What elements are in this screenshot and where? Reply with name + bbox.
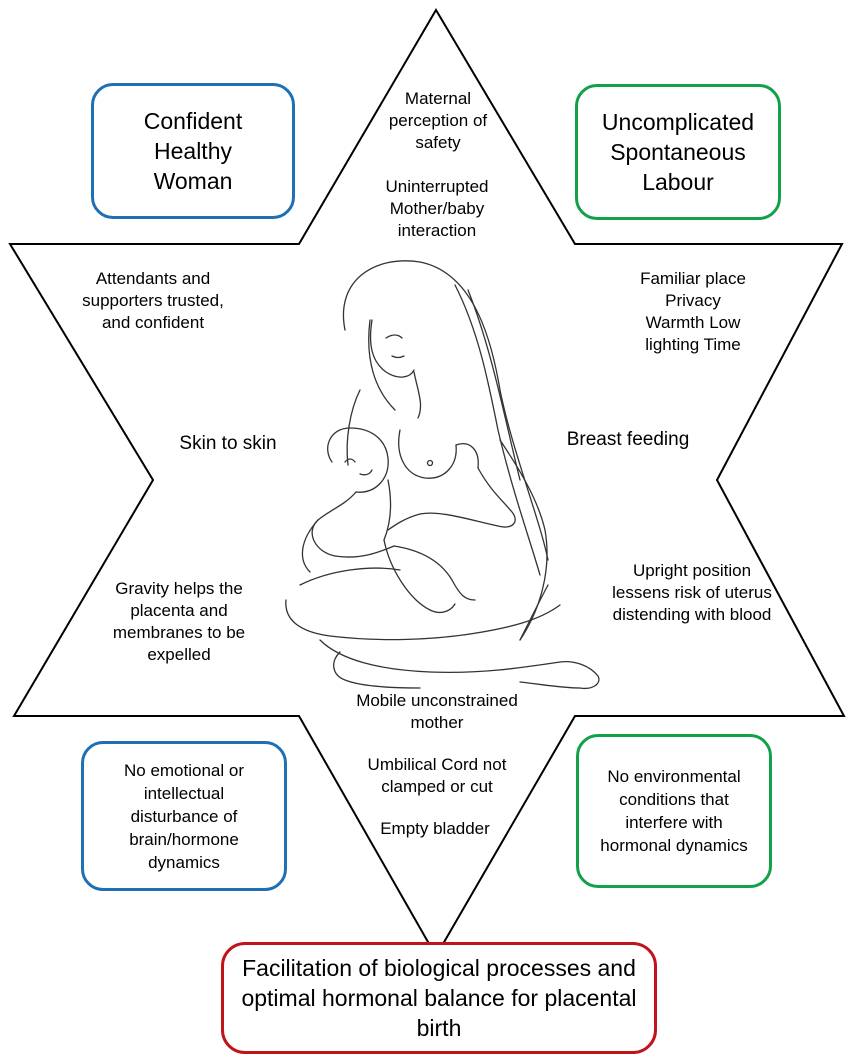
text-upright-position: Upright position lessens risk of uterus … — [612, 561, 772, 624]
corner-box-label: Confident Healthy Woman — [143, 108, 243, 194]
corner-box-label: No emotional or intellectual disturbance… — [123, 760, 244, 872]
corner-box-label: Uncomplicated Spontaneous Labour — [601, 109, 755, 195]
text-breast-feeding: Breast feeding — [566, 429, 690, 450]
text-empty-bladder: Empty bladder — [380, 819, 490, 838]
text-mobile-mother: Mobile unconstrained mother — [356, 691, 518, 732]
text-umbilical-cord: Umbilical Cord not clamped or cut — [367, 755, 507, 796]
text-gravity-helps: Gravity helps the placenta and membranes… — [112, 579, 246, 664]
text-skin-to-skin: Skin to skin — [179, 433, 277, 454]
outcome-box: Facilitation of biological processes and… — [221, 942, 657, 1054]
outcome-label: Facilitation of biological processes and… — [241, 955, 637, 1041]
text-maternal-safety: Maternal perception of safety — [388, 89, 488, 152]
text-attendants-supporters: Attendants and supporters trusted, and c… — [82, 269, 224, 332]
corner-box-label: No environmental conditions that interfe… — [600, 767, 748, 855]
text-environment-factors: Familiar place Privacy Warmth Low lighti… — [640, 269, 746, 354]
corner-box-confident-healthy-woman: Confident Healthy Woman — [91, 83, 295, 219]
text-mother-baby-interaction: Uninterrupted Mother/baby interaction — [385, 177, 489, 240]
corner-box-no-environmental-conditions: No environmental conditions that interfe… — [576, 734, 772, 888]
corner-box-no-emotional-disturbance: No emotional or intellectual disturbance… — [81, 741, 287, 891]
corner-box-uncomplicated-labour: Uncomplicated Spontaneous Labour — [575, 84, 781, 220]
